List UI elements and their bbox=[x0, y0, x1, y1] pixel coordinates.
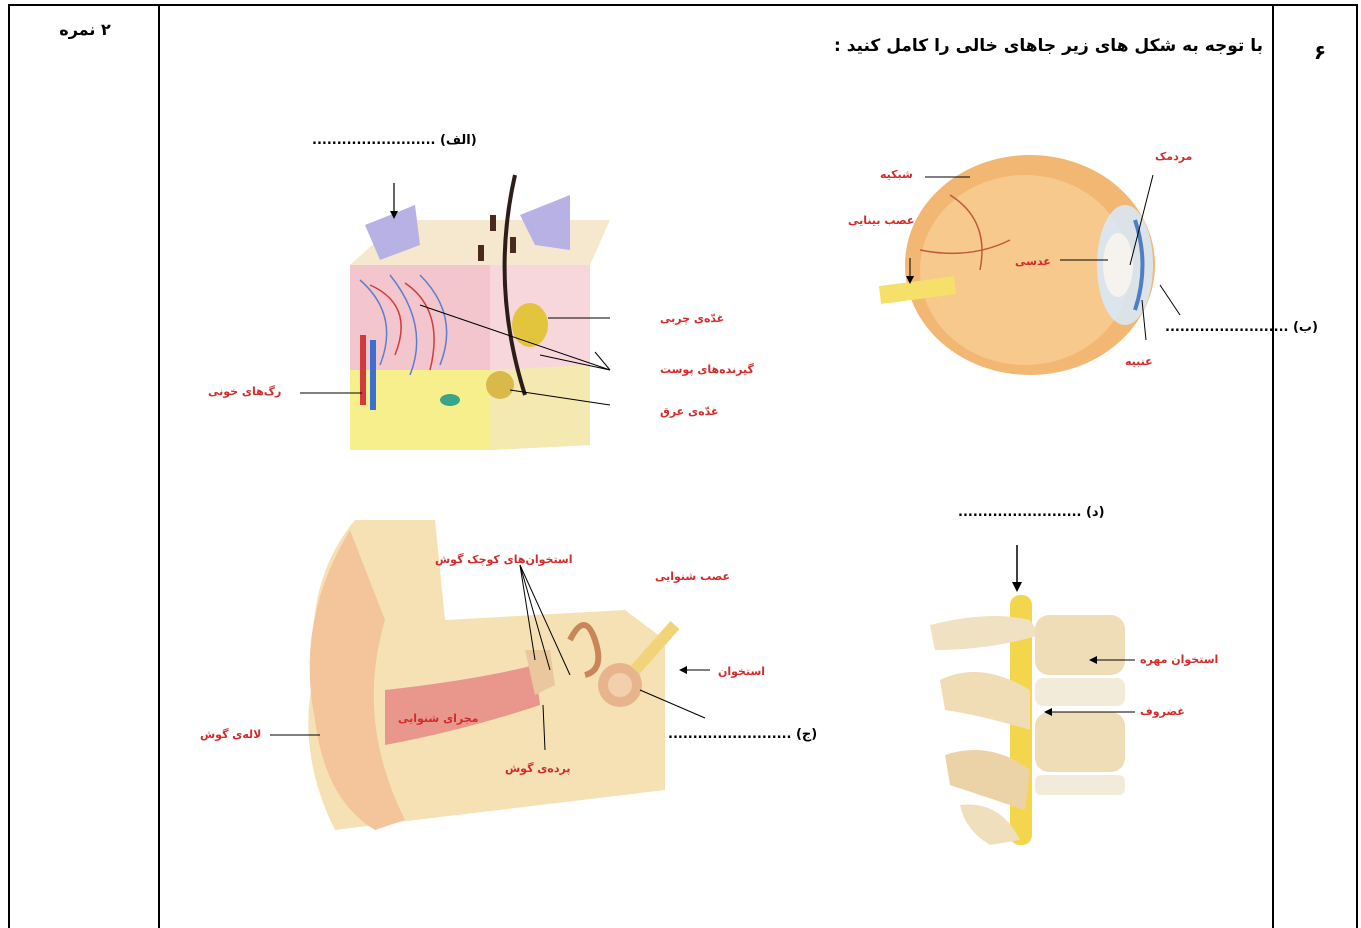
label-cartilage: غضروف bbox=[1140, 705, 1185, 718]
label-lens: عدسی bbox=[1015, 255, 1051, 268]
label-eardrum: پرده‌ی گوش bbox=[505, 762, 571, 775]
label-skin-receptors: گیرنده‌های پوست bbox=[660, 363, 754, 376]
label-bone: استخوان bbox=[718, 665, 765, 678]
eye-blank[interactable]: (ب) ......................... bbox=[1165, 320, 1318, 335]
number-column-divider bbox=[1272, 4, 1274, 928]
score-label: ۲ نمره bbox=[20, 20, 150, 39]
question-text: با توجه به شکل های زیر جاهای خالی را کام… bbox=[834, 36, 1263, 56]
label-auditory-nerve: عصب شنوایی bbox=[655, 570, 730, 583]
label-vertebra: استخوان مهره bbox=[1140, 653, 1218, 666]
label-auricle: لاله‌ی گوش bbox=[200, 728, 261, 741]
label-pupil: مردمک bbox=[1155, 150, 1192, 163]
spine-diagram bbox=[920, 540, 1200, 850]
ear-diagram bbox=[295, 520, 715, 835]
label-sweat-gland: غدّه‌ی عرق bbox=[660, 405, 718, 418]
skin-diagram bbox=[320, 165, 620, 465]
label-blood-vessels: رگ‌های خونی bbox=[208, 385, 281, 398]
label-iris: عنبیه bbox=[1125, 355, 1153, 368]
skin-blank[interactable]: (الف) ......................... bbox=[312, 133, 477, 148]
label-fat-gland: غدّه‌ی چربی bbox=[660, 312, 724, 325]
spine-blank[interactable]: (د) ......................... bbox=[958, 505, 1105, 520]
label-ossicles: استخوان‌های کوچک گوش bbox=[435, 553, 573, 566]
score-column-divider bbox=[158, 4, 160, 928]
label-ear-canal: مجرای شنوایی bbox=[398, 712, 479, 725]
label-retina: شبکیه bbox=[880, 168, 913, 181]
question-number: ۶ bbox=[1290, 40, 1350, 64]
ear-blank[interactable]: (ج) ......................... bbox=[668, 727, 817, 742]
label-optic-nerve: عصب بینایی bbox=[848, 214, 914, 227]
